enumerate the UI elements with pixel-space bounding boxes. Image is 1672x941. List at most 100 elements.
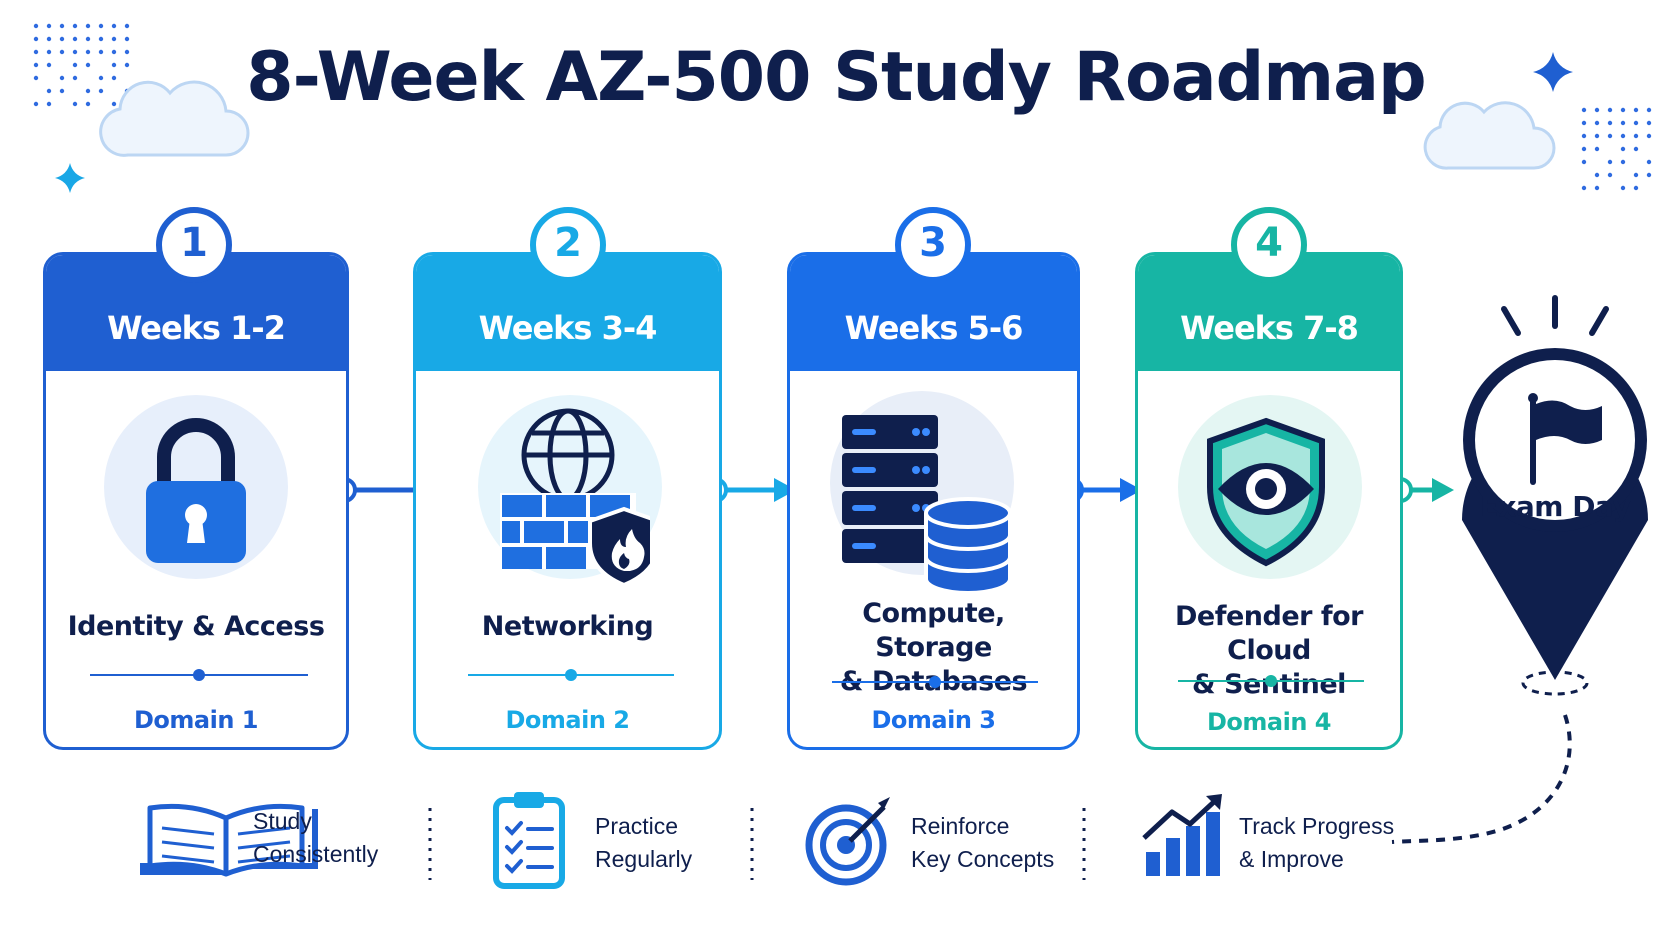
decor-dot	[1646, 120, 1652, 126]
decor-dot	[111, 101, 117, 107]
decor-dot	[1581, 133, 1587, 139]
decor-dot	[98, 75, 104, 81]
divider	[468, 669, 674, 681]
decor-dot	[85, 62, 91, 68]
decor-dot	[1594, 120, 1600, 126]
decor-dot	[85, 36, 91, 42]
step-domain-label: Domain 4	[1207, 708, 1331, 736]
exam-day-label: Exam Day	[1479, 490, 1631, 523]
target-icon	[805, 797, 890, 886]
decor-dot	[124, 62, 130, 68]
decor-dot	[1594, 172, 1600, 178]
decor-dot	[1633, 120, 1639, 126]
decor-dot	[1581, 159, 1587, 165]
decor-dot	[111, 62, 117, 68]
decor-dot	[1607, 133, 1613, 139]
decor-dot	[33, 101, 39, 107]
decor-dot	[33, 75, 39, 81]
decor-dot	[85, 49, 91, 55]
decor-dot	[1594, 185, 1600, 191]
decor-dot	[46, 23, 52, 29]
decor-dot	[1633, 185, 1639, 191]
decor-dot	[59, 49, 65, 55]
decor-dot	[111, 49, 117, 55]
decor-dot	[33, 49, 39, 55]
cloud-icon	[99, 80, 250, 157]
decor-dot	[1620, 159, 1626, 165]
decor-dot	[1607, 172, 1613, 178]
decor-dot	[59, 88, 65, 94]
decor-dot	[72, 75, 78, 81]
dashed-path	[1391, 714, 1572, 844]
decor-dot	[111, 36, 117, 42]
decor-dot	[33, 62, 39, 68]
decor-dot	[46, 101, 52, 107]
decor-dot	[1620, 146, 1626, 152]
decor-dot	[1607, 107, 1613, 113]
decor-dot	[59, 23, 65, 29]
divider	[1178, 675, 1364, 687]
step-domain-label: Domain 1	[134, 706, 258, 734]
decor-dot	[85, 88, 91, 94]
decor-dot	[46, 62, 52, 68]
decor-dot	[1594, 146, 1600, 152]
decor-dot	[1607, 120, 1613, 126]
decor-dot	[1633, 172, 1639, 178]
sparkle-icon	[55, 163, 85, 193]
decor-dot	[85, 23, 91, 29]
decor-dot	[1581, 146, 1587, 152]
decor-dot	[33, 36, 39, 42]
tip-track-progress: Track Progress& Improve	[1239, 813, 1395, 872]
decor-dot	[1607, 159, 1613, 165]
decor-dot	[1620, 133, 1626, 139]
step-number-badge: 4	[1231, 207, 1307, 283]
decor-dot	[72, 62, 78, 68]
decor-dot	[124, 23, 130, 29]
divider	[832, 676, 1038, 688]
decor-dot	[72, 101, 78, 107]
decor-dot	[98, 88, 104, 94]
decor-dot	[1581, 185, 1587, 191]
step-card-4: Weeks 7-8 Defender for Cloud& Sentinel D…	[1135, 252, 1403, 750]
step-topic: Compute, Storage& Databases	[839, 598, 1028, 697]
step-number-badge: 2	[530, 207, 606, 283]
decor-dot	[85, 101, 91, 107]
divider	[90, 669, 308, 681]
decor-dot	[72, 36, 78, 42]
location-pin-icon	[1462, 295, 1648, 680]
server-database-icon	[842, 415, 1012, 595]
step-number-badge: 1	[156, 207, 232, 283]
step-number-badge: 3	[895, 207, 971, 283]
page-title: 8-Week AZ-500 Study Roadmap	[246, 38, 1426, 117]
step-weeks-label: Weeks 7-8	[1180, 309, 1359, 347]
firewall-globe-icon	[500, 408, 650, 583]
cloud-icon	[1423, 101, 1556, 170]
decor-dot	[1581, 120, 1587, 126]
decor-dot	[111, 23, 117, 29]
shield-eye-icon	[1207, 417, 1325, 567]
decor-dot	[1633, 146, 1639, 152]
decor-dot	[1633, 133, 1639, 139]
step-domain-label: Domain 2	[505, 706, 630, 734]
decor-dot	[98, 49, 104, 55]
step-weeks-label: Weeks 1-2	[107, 309, 286, 347]
decor-dot	[72, 23, 78, 29]
decor-dot	[1581, 107, 1587, 113]
decor-dot	[1646, 159, 1652, 165]
step-card-1: Weeks 1-2 Identity & Access Domain 1	[43, 252, 349, 750]
step-topic: Identity & Access	[67, 611, 325, 642]
decor-dot	[1633, 107, 1639, 113]
step-card-3: Weeks 5-6 Compute, Storage& Databases Do…	[787, 252, 1080, 750]
step-card-2: Weeks 3-4 Networking Domain 2	[413, 252, 722, 750]
lock-icon	[146, 418, 246, 563]
target-ring	[1521, 670, 1589, 696]
step-domain-label: Domain 3	[871, 706, 996, 734]
clipboard-checklist-icon	[493, 792, 565, 889]
decor-dot	[124, 49, 130, 55]
flag-icon	[1528, 393, 1602, 485]
dot-grid-left	[33, 23, 130, 107]
sparkle-icon	[1533, 52, 1573, 92]
